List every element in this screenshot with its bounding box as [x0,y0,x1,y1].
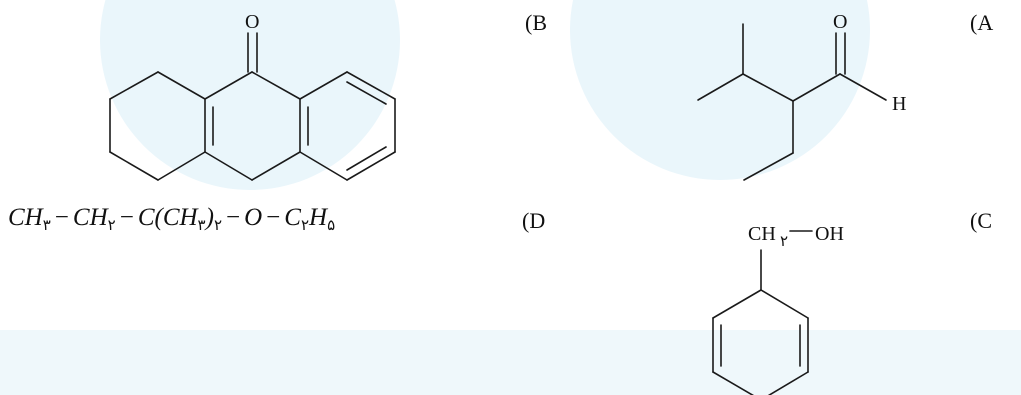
b-oxygen-atom: O [245,11,259,33]
watermark-circle-left [100,0,400,190]
label-c: (C [970,208,992,233]
label-a: (A [970,10,994,35]
a-hydrogen-atom: H [892,93,906,115]
c-oh-group: OH [815,223,844,245]
a-oxygen-atom: O [833,11,847,33]
formula-d: CH۳−CH۲−C(CH۳)۲−O−C۲H۵ [8,204,336,234]
structure-c: CH ۲ OH [712,223,844,395]
watermark-circle-right [570,0,870,180]
c-ch-group: CH [748,223,776,245]
structure-b: O [109,11,396,181]
c-ch-subscript: ۲ [780,234,788,250]
label-b: (B [525,10,547,35]
watermark-band [0,330,1021,395]
structure-a: O H [697,11,906,181]
label-d: (D [522,208,546,233]
